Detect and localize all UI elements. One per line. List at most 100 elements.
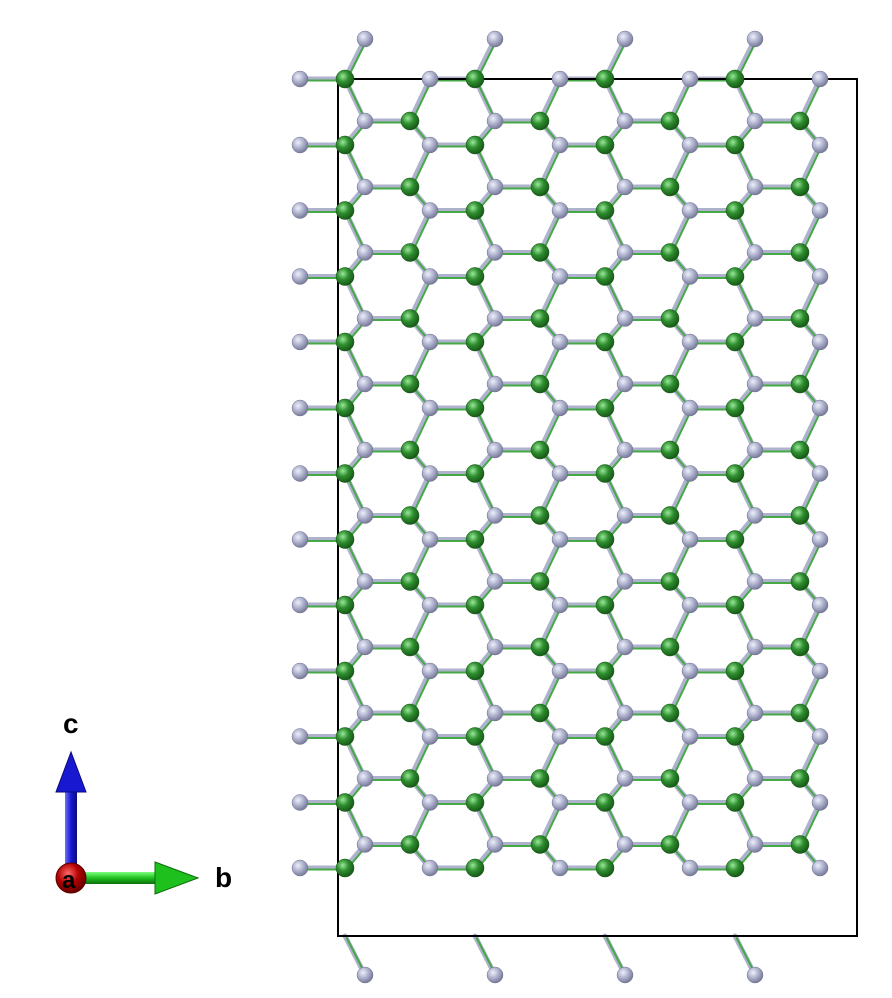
gray-atom xyxy=(616,638,634,656)
green-atom xyxy=(465,332,485,352)
gray-atom xyxy=(486,441,504,459)
gray-atom xyxy=(811,333,829,351)
green-atom xyxy=(595,201,615,220)
gray-atom xyxy=(291,465,309,482)
green-atom xyxy=(790,440,810,460)
gray-atom xyxy=(356,836,374,853)
green-atom xyxy=(790,243,810,262)
gray-atom xyxy=(291,333,309,351)
green-atom xyxy=(530,177,550,197)
gray-atom xyxy=(746,638,764,656)
green-atom xyxy=(400,703,420,723)
gray-atom xyxy=(746,704,764,722)
gray-atom xyxy=(681,268,699,285)
green-atom xyxy=(660,506,680,525)
green-atom xyxy=(465,530,485,549)
green-atom xyxy=(530,506,550,525)
green-atom xyxy=(400,572,420,591)
gray-atom xyxy=(421,399,439,417)
gray-atom xyxy=(291,268,309,285)
green-atom xyxy=(725,727,745,746)
gray-atom xyxy=(811,70,829,88)
gray-atom xyxy=(551,728,569,745)
green-atom xyxy=(400,637,420,657)
green-atom xyxy=(660,572,680,591)
green-atom xyxy=(335,267,355,286)
green-atom xyxy=(465,595,485,615)
gray-atom xyxy=(811,268,829,285)
gray-atom xyxy=(811,662,829,680)
gray-atom xyxy=(681,136,699,154)
gray-atom xyxy=(356,770,374,787)
gray-atom xyxy=(681,596,699,614)
green-atom xyxy=(790,177,810,197)
b-axis-arrow xyxy=(72,861,200,895)
green-atom xyxy=(465,267,485,286)
gray-atom xyxy=(746,573,764,590)
gray-atom xyxy=(616,30,634,48)
gray-atom xyxy=(616,770,634,787)
atoms-layer xyxy=(291,30,829,984)
gray-atom xyxy=(746,30,764,48)
gray-atom xyxy=(746,375,764,393)
gray-atom xyxy=(486,704,504,722)
gray-atom xyxy=(746,507,764,524)
gray-atom xyxy=(616,507,634,524)
gray-atom xyxy=(291,202,309,219)
green-atom xyxy=(465,727,485,746)
green-atom xyxy=(595,727,615,746)
gray-atom xyxy=(811,136,829,154)
green-atom xyxy=(595,135,615,155)
green-atom xyxy=(400,374,420,394)
green-atom xyxy=(790,703,810,723)
green-atom xyxy=(595,595,615,615)
gray-atom xyxy=(616,310,634,327)
gray-atom xyxy=(616,178,634,196)
gray-atom xyxy=(616,244,634,261)
gray-atom xyxy=(746,836,764,853)
green-atom xyxy=(595,464,615,483)
green-atom xyxy=(465,793,485,812)
gray-atom xyxy=(551,70,569,88)
gray-atom xyxy=(356,112,374,130)
gray-atom xyxy=(291,596,309,614)
gray-atom xyxy=(551,859,569,877)
green-atom xyxy=(725,858,745,878)
gray-atom xyxy=(746,310,764,327)
green-atom xyxy=(660,309,680,328)
green-atom xyxy=(595,398,615,418)
gray-atom xyxy=(486,966,504,984)
gray-atom xyxy=(486,310,504,327)
green-atom xyxy=(335,727,355,746)
green-atom xyxy=(530,243,550,262)
gray-atom xyxy=(421,728,439,745)
gray-atom xyxy=(421,662,439,680)
green-atom xyxy=(725,201,745,220)
gray-atom xyxy=(421,859,439,877)
gray-atom xyxy=(356,30,374,48)
green-atom xyxy=(595,793,615,812)
gray-atom xyxy=(811,859,829,877)
gray-atom xyxy=(746,244,764,261)
green-atom xyxy=(790,374,810,394)
gray-atom xyxy=(616,441,634,459)
a-axis-label: a xyxy=(62,867,76,894)
green-atom xyxy=(400,440,420,460)
green-atom xyxy=(790,111,810,131)
green-atom xyxy=(725,135,745,155)
bonds-layer xyxy=(297,36,823,978)
c-axis-arrow xyxy=(55,750,87,876)
gray-atom xyxy=(486,507,504,524)
green-atom xyxy=(660,374,680,394)
gray-atom xyxy=(356,244,374,261)
green-atom xyxy=(725,793,745,812)
gray-atom xyxy=(486,836,504,853)
green-atom xyxy=(725,595,745,615)
green-atom xyxy=(595,267,615,286)
gray-atom xyxy=(811,794,829,811)
green-atom xyxy=(725,661,745,681)
gray-atom xyxy=(746,441,764,459)
gray-atom xyxy=(811,728,829,745)
green-atom xyxy=(335,135,355,155)
green-atom xyxy=(400,835,420,854)
